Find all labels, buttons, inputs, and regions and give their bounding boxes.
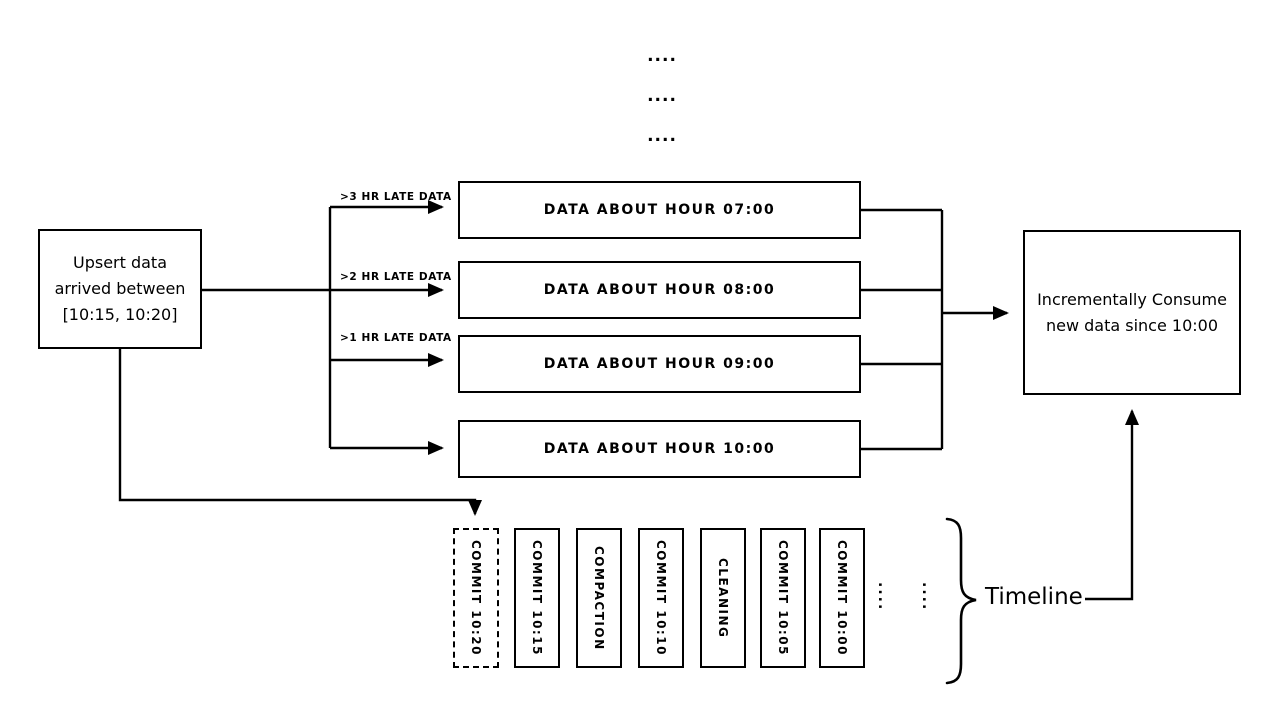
timeline-event-commit-1000: COMMIT 10:00	[819, 528, 865, 668]
timeline-brace	[945, 517, 977, 685]
incremental-consume-text: Incrementally Consume new data since 10:…	[1037, 289, 1227, 335]
late-data-label-2hr: >2 HR LATE DATA	[340, 271, 452, 283]
hour-box-0900: DATA ABOUT HOUR 09:00	[458, 335, 861, 393]
late-data-label-1hr: >1 HR LATE DATA	[340, 332, 452, 344]
timeline-ellipsis: ....	[919, 582, 935, 612]
timeline-event-commit-1020: COMMIT 10:20	[453, 528, 499, 668]
timeline-event-commit-1005: COMMIT 10:05	[760, 528, 806, 668]
upsert-data-text: Upsert data arrived between [10:15, 10:2…	[54, 253, 186, 324]
timeline-ellipsis: ....	[875, 582, 891, 612]
timeline-event-compaction: COMPACTION	[576, 528, 622, 668]
hour-box-1000: DATA ABOUT HOUR 10:00	[458, 420, 861, 478]
late-data-label-3hr: >3 HR LATE DATA	[340, 191, 452, 203]
top-ellipsis-row: ....	[647, 86, 677, 106]
arrow-timeline-to-consumer	[1085, 409, 1139, 601]
timeline-event-label: COMMIT 10:05	[776, 540, 790, 656]
timeline-event-label: COMPACTION	[592, 545, 606, 651]
top-ellipsis-row: ....	[647, 46, 677, 66]
timeline-event-cleaning: CLEANING	[700, 528, 746, 668]
arrow-upsert-to-commit	[118, 349, 482, 516]
incremental-consume-box: Incrementally Consume new data since 10:…	[1023, 230, 1241, 395]
collector-lines	[861, 208, 944, 451]
hour-box-0800: DATA ABOUT HOUR 08:00	[458, 261, 861, 319]
hour-box-0700: DATA ABOUT HOUR 07:00	[458, 181, 861, 239]
timeline-event-label: COMMIT 10:10	[654, 540, 668, 656]
timeline-event-label: CLEANING	[716, 557, 730, 639]
timeline-event-label: COMMIT 10:00	[835, 540, 849, 656]
timeline-event-label: COMMIT 10:15	[530, 540, 544, 656]
top-ellipsis-row: ....	[647, 126, 677, 146]
timeline-label: Timeline	[985, 584, 1083, 610]
timeline-event-commit-1015: COMMIT 10:15	[514, 528, 560, 668]
fanout-branch-line	[202, 207, 332, 448]
timeline-event-label: COMMIT 10:20	[469, 540, 483, 656]
timeline-event-commit-1010: COMMIT 10:10	[638, 528, 684, 668]
upsert-data-box: Upsert data arrived between [10:15, 10:2…	[38, 229, 202, 349]
